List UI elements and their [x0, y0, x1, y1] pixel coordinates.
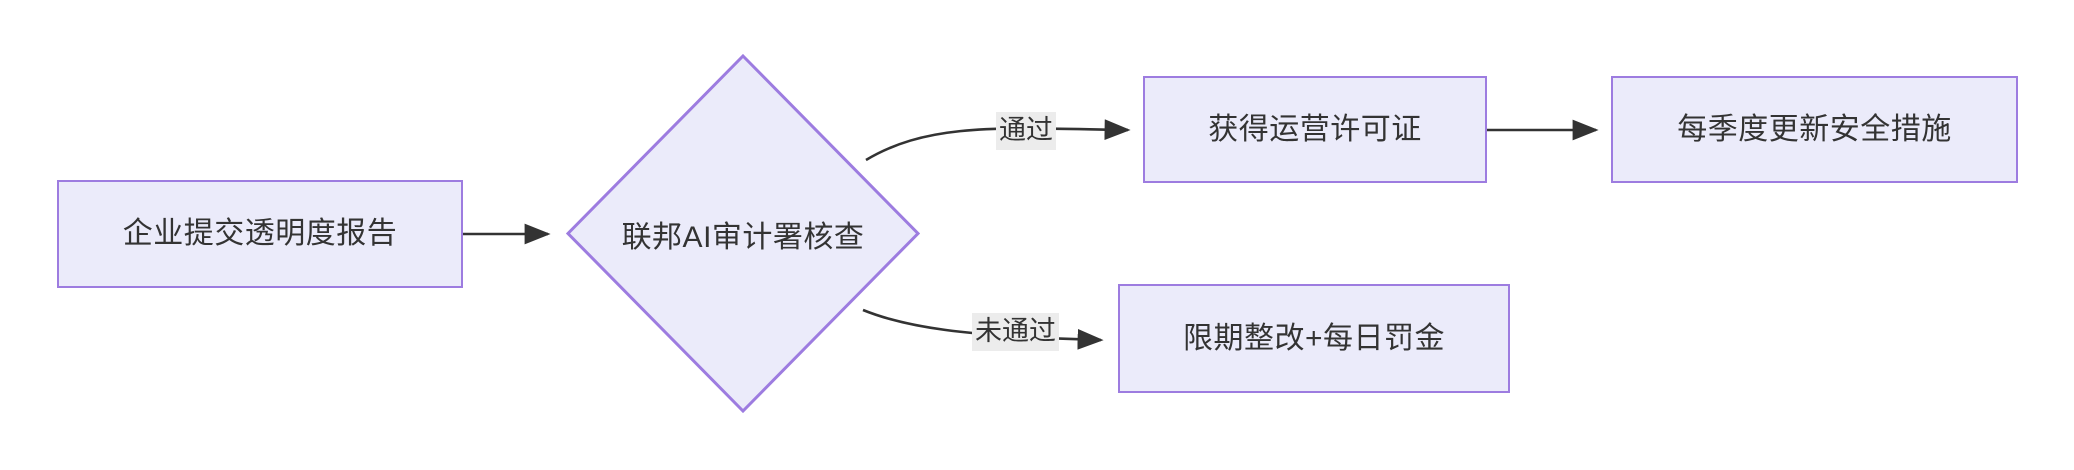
node-fail[interactable]: 限期整改+每日罚金 — [1118, 284, 1510, 393]
node-start[interactable]: 企业提交透明度报告 — [57, 180, 463, 288]
node-decision-label: 联邦AI审计署核查 — [621, 220, 865, 254]
node-decision[interactable]: 联邦AI审计署核查 — [566, 54, 920, 413]
edge-decide-to-pass — [865, 119, 1131, 162]
diamond-shape — [566, 54, 920, 413]
node-quarterly-update[interactable]: 每季度更新安全措施 — [1611, 76, 2018, 183]
node-pass[interactable]: 获得运营许可证 — [1143, 76, 1487, 183]
node-quarterly-update-label: 每季度更新安全措施 — [1677, 112, 1952, 146]
edge-label-fail: 未通过 — [972, 313, 1059, 351]
node-start-label: 企业提交透明度报告 — [122, 217, 398, 250]
node-pass-label: 获得运营许可证 — [1208, 112, 1422, 146]
node-fail-label: 限期整改+每日罚金 — [1182, 321, 1446, 355]
edge-label-pass: 通过 — [996, 112, 1056, 150]
